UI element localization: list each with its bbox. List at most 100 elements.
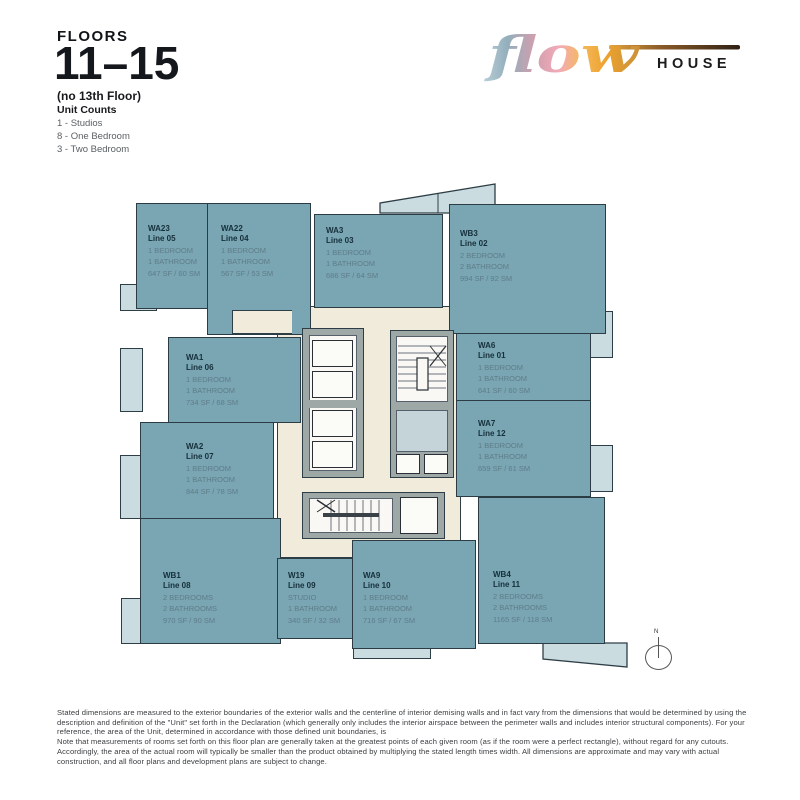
elevator-icon bbox=[312, 371, 353, 398]
unit-bedrooms: 1 BEDROOM bbox=[148, 245, 194, 255]
unit-name: WA9 bbox=[363, 571, 381, 580]
disclaimer: Stated dimensions are measured to the ex… bbox=[57, 708, 749, 766]
unit-wb4: WB4 Line 11 2 BEDROOMS 2 BATHROOMS 1165 … bbox=[478, 497, 605, 644]
unit-line: Line 03 bbox=[326, 236, 354, 245]
unit-bedrooms: 2 BEDROOM bbox=[460, 250, 506, 260]
unit-area: 1165 SF / 118 SM bbox=[493, 614, 553, 624]
unit-bathrooms: 1 BATHROOM bbox=[478, 374, 528, 383]
unit-wa2: WA2 Line 07 1 BEDROOM 1 BATHROOM 844 SF … bbox=[140, 422, 274, 519]
elevator-icon bbox=[312, 441, 353, 468]
unit-bedrooms: 1 BEDROOM bbox=[478, 362, 524, 372]
core-closet bbox=[424, 454, 448, 474]
unit-area: 567 SF / 53 SM bbox=[221, 268, 274, 278]
unit-bathrooms: 2 BATHROOMS bbox=[493, 603, 548, 612]
unit-count-studios: 1 - Studios bbox=[57, 118, 103, 129]
unit-name: WA6 bbox=[478, 341, 496, 350]
unit-name: WA23 bbox=[148, 224, 170, 233]
unit-line: Line 07 bbox=[186, 452, 214, 461]
unit-bathrooms: 1 BATHROOM bbox=[221, 257, 271, 266]
unit-wa9: WA9 Line 10 1 BEDROOM 1 BATHROOM 716 SF … bbox=[352, 540, 476, 649]
disclaimer-paragraph-1: Stated dimensions are measured to the ex… bbox=[57, 708, 747, 737]
unit-area: 647 SF / 60 SM bbox=[148, 268, 201, 278]
elevator-divider-wall bbox=[309, 400, 357, 408]
unit-area: 994 SF / 92 SM bbox=[460, 273, 513, 283]
unit-bathrooms: 2 BATHROOM bbox=[460, 262, 510, 271]
service-elevator-icon bbox=[400, 497, 438, 534]
unit-area: 641 SF / 60 SM bbox=[478, 385, 531, 395]
stair-treads-icon bbox=[398, 345, 447, 391]
unit-counts-title: Unit Counts bbox=[57, 104, 117, 116]
unit-area: 970 SF / 90 SM bbox=[163, 615, 216, 625]
unit-count-two-bedroom: 3 - Two Bedroom bbox=[57, 144, 130, 155]
unit-bathrooms: 1 BATHROOM bbox=[326, 259, 376, 268]
unit-bedrooms: 1 BEDROOM bbox=[363, 592, 409, 602]
unit-bedrooms: STUDIO bbox=[288, 592, 317, 602]
unit-bedrooms: 1 BEDROOM bbox=[221, 245, 267, 255]
unit-bathrooms: 1 BATHROOM bbox=[288, 604, 338, 613]
unit-wa23: WA23 Line 05 1 BEDROOM 1 BATHROOM 647 SF… bbox=[136, 203, 209, 309]
balcony bbox=[120, 348, 143, 412]
unit-name: WB1 bbox=[163, 571, 181, 580]
floors-range: 11–15 bbox=[54, 37, 180, 89]
unit-name: WA22 bbox=[221, 224, 243, 233]
unit-wa7: WA7 Line 12 1 BEDROOM 1 BATHROOM 659 SF … bbox=[456, 400, 591, 497]
compass-north-label: N bbox=[654, 629, 659, 635]
unit-line: Line 12 bbox=[478, 429, 506, 438]
unit-area: 659 SF / 61 SM bbox=[478, 463, 531, 473]
unit-line: Line 11 bbox=[493, 580, 521, 589]
core-closet bbox=[396, 454, 420, 474]
unit-line: Line 05 bbox=[148, 234, 176, 243]
unit-wb1: WB1 Line 08 2 BEDROOMS 2 BATHROOMS 970 S… bbox=[140, 518, 281, 644]
unit-bedrooms: 1 BEDROOM bbox=[186, 374, 232, 384]
core-corridor-arm bbox=[232, 310, 292, 334]
unit-bedrooms: 1 BEDROOM bbox=[478, 440, 524, 450]
compass-icon bbox=[645, 645, 672, 670]
unit-line: Line 06 bbox=[186, 363, 214, 372]
logo-script-text: flow bbox=[484, 26, 641, 84]
floors-note: (no 13th Floor) bbox=[57, 89, 141, 103]
unit-wa6: WA6 Line 01 1 BEDROOM 1 BATHROOM 641 SF … bbox=[456, 333, 591, 401]
unit-line: Line 04 bbox=[221, 234, 249, 243]
unit-wa3: WA3 Line 03 1 BEDROOM 1 BATHROOM 686 SF … bbox=[314, 214, 443, 308]
floors-label: FLOORS bbox=[57, 28, 129, 45]
unit-bedrooms: 2 BEDROOMS bbox=[163, 592, 214, 602]
unit-line: Line 09 bbox=[288, 581, 316, 590]
elevator-icon bbox=[312, 340, 353, 367]
unit-name: WA2 bbox=[186, 442, 204, 451]
unit-name: WB3 bbox=[460, 229, 478, 238]
logo-house-text: HOUSE bbox=[657, 56, 731, 72]
unit-wa1: WA1 Line 06 1 BEDROOM 1 BATHROOM 734 SF … bbox=[168, 337, 301, 423]
unit-bathrooms: 1 BATHROOM bbox=[186, 475, 236, 484]
unit-name: W19 bbox=[288, 571, 305, 580]
disclaimer-paragraph-2: Note that measurements of rooms set fort… bbox=[57, 737, 729, 766]
unit-area: 686 SF / 64 SM bbox=[326, 270, 379, 280]
unit-name: WB4 bbox=[493, 570, 511, 579]
unit-bathrooms: 1 BATHROOM bbox=[363, 604, 413, 613]
stair-landing bbox=[396, 410, 448, 452]
unit-count-one-bedroom: 8 - One Bedroom bbox=[57, 131, 130, 142]
balcony-slanted-bottom bbox=[542, 642, 628, 668]
stair-landing-wall bbox=[396, 402, 448, 410]
unit-area: 340 SF / 32 SM bbox=[288, 615, 341, 625]
unit-name: WA7 bbox=[478, 419, 496, 428]
unit-area: 844 SF / 78 SM bbox=[186, 486, 239, 496]
logo-underline bbox=[609, 45, 740, 50]
unit-name: WA1 bbox=[186, 353, 204, 362]
unit-bathrooms: 1 BATHROOM bbox=[148, 257, 198, 266]
unit-bedrooms: 1 BEDROOM bbox=[326, 247, 372, 257]
unit-bathrooms: 2 BATHROOMS bbox=[163, 604, 218, 613]
unit-name: WA3 bbox=[326, 226, 344, 235]
unit-wb3: WB3 Line 02 2 BEDROOM 2 BATHROOM 994 SF … bbox=[449, 204, 606, 334]
elevator-icon bbox=[312, 410, 353, 437]
unit-bedrooms: 2 BEDROOMS bbox=[493, 591, 544, 601]
unit-line: Line 01 bbox=[478, 351, 506, 360]
flow-house-logo: flow HOUSE bbox=[484, 26, 740, 84]
balcony bbox=[590, 445, 613, 492]
unit-line: Line 02 bbox=[460, 239, 488, 248]
unit-line: Line 10 bbox=[363, 581, 391, 590]
unit-w19: W19 Line 09 STUDIO 1 BATHROOM 340 SF / 3… bbox=[277, 558, 353, 639]
unit-area: 734 SF / 68 SM bbox=[186, 397, 239, 407]
unit-bathrooms: 1 BATHROOM bbox=[478, 452, 528, 461]
